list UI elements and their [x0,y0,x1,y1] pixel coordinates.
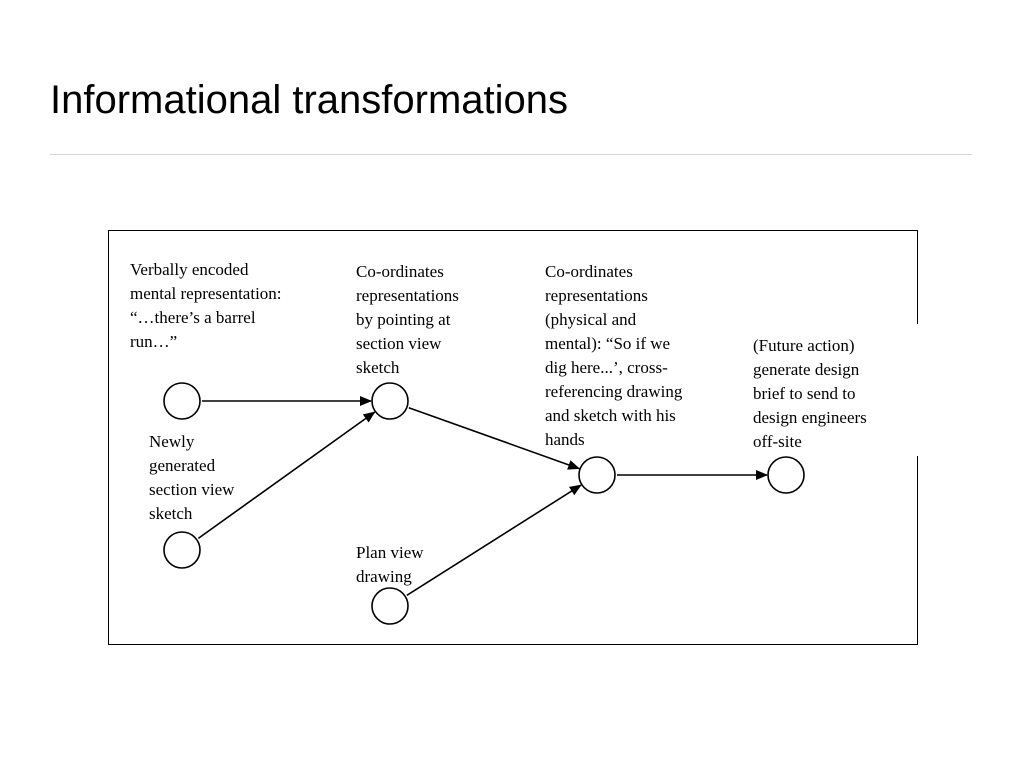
node-verbal [163,382,201,420]
label-coord2: Co-ordinates representations (physical a… [545,262,683,449]
slide-title: Informational transformations [50,78,569,122]
node-coord2 [578,456,616,494]
label-section-sketch: Newly generated section view sketch [149,432,235,523]
frame-gap [914,324,920,456]
label-coord1: Co-ordinates representations by pointing… [356,262,459,377]
nodes-layer [163,382,805,625]
edges-layer [197,396,768,596]
node-coord1 [371,382,409,420]
label-future: (Future action) generate design brief to… [753,336,867,451]
edge-section-sketch-to-coord1 [197,411,376,540]
node-plan [371,587,409,625]
node-section-sketch [163,531,201,569]
edge-coord1-to-coord2 [408,406,581,470]
edge-plan-to-coord2 [406,484,582,596]
diagram-frame [108,230,918,645]
label-verbal: Verbally encoded mental representation: … [130,260,282,351]
label-plan: Plan view drawing [356,543,424,586]
title-divider [50,154,972,155]
node-future [767,456,805,494]
